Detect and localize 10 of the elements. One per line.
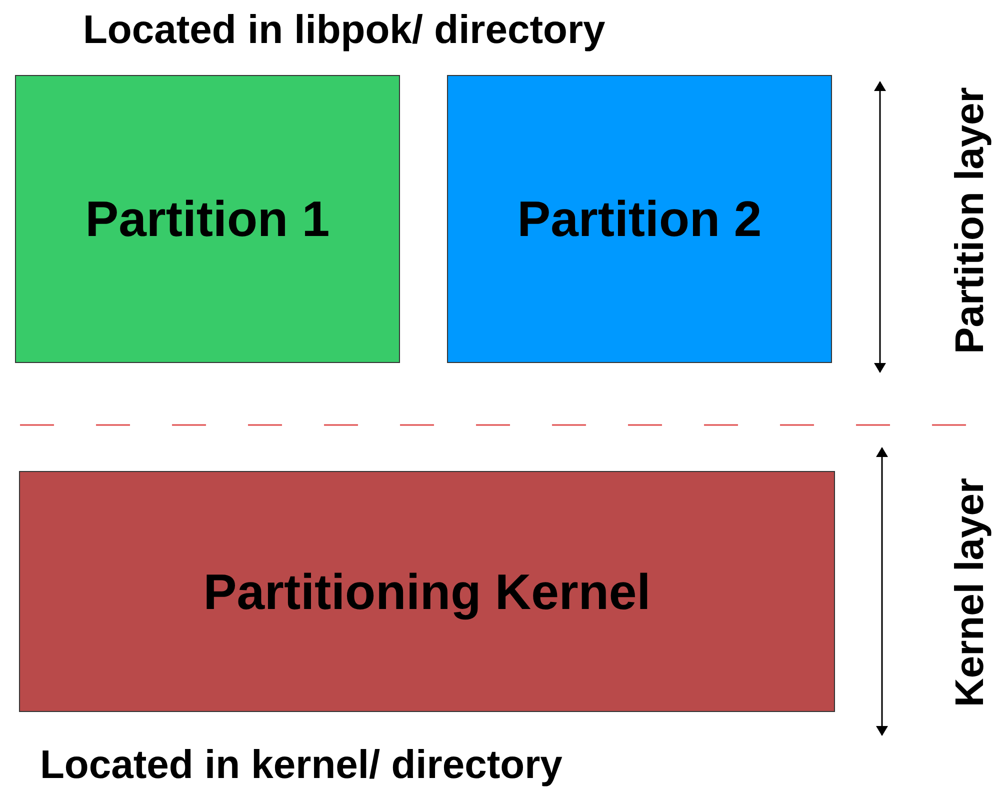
node-label: Partition 2 — [517, 190, 762, 248]
location-note: Located in libpok/ directory — [83, 8, 606, 53]
layer-label: Partition layer — [947, 86, 992, 354]
kernel-box — [19, 471, 835, 712]
partition-box — [447, 75, 832, 363]
partition-box — [15, 75, 400, 363]
location-note: Located in kernel/ directory — [40, 743, 562, 788]
layer-label: Kernel layer — [948, 477, 993, 707]
node-label: Partition 1 — [85, 190, 330, 248]
node-label: Partitioning Kernel — [203, 562, 651, 620]
